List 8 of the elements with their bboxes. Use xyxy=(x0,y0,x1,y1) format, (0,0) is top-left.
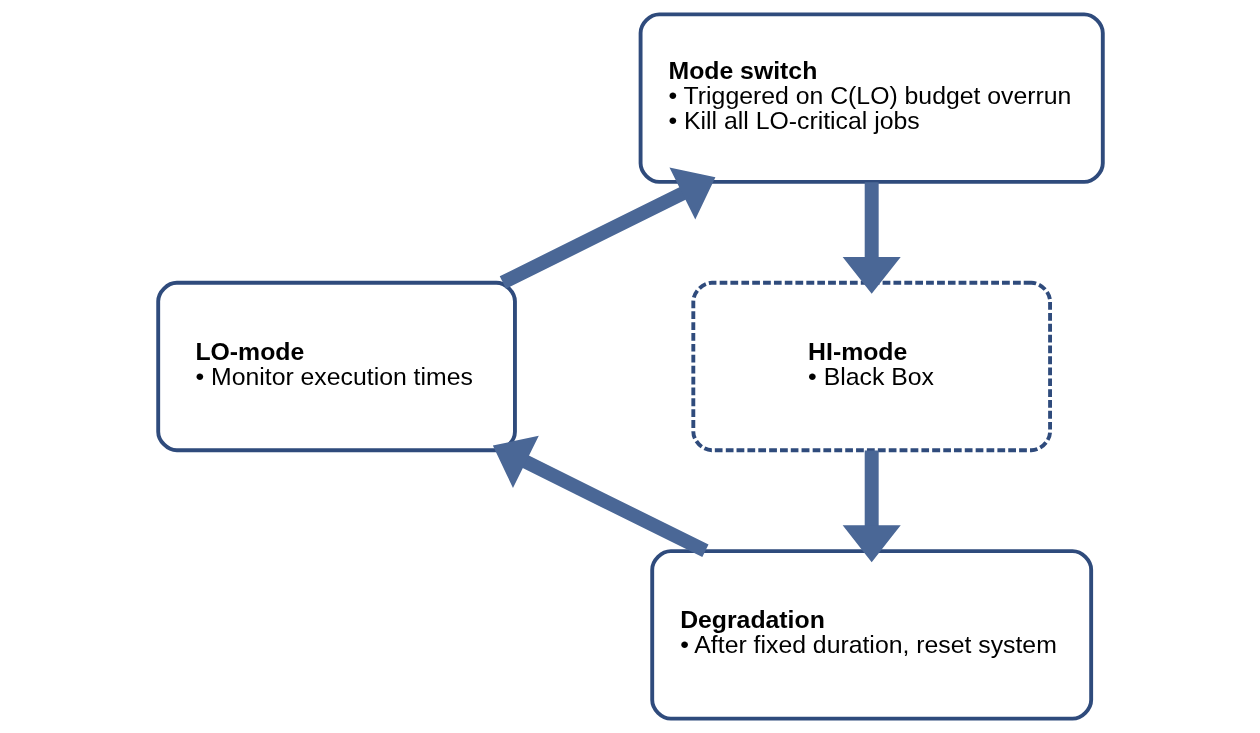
arrow xyxy=(492,435,709,558)
node-box: Mode switch • Triggered on C(LO) budget overrun • Kill all LO-critical jobs xyxy=(638,12,1105,184)
arrow xyxy=(842,450,901,563)
arrow xyxy=(499,167,715,289)
arrow xyxy=(842,182,901,294)
node-box: LO-mode • Monitor execution times xyxy=(155,280,517,453)
node-box: HI-mode • Black Box xyxy=(690,280,1052,453)
node-box: Degradation • After fixed duration, reset system xyxy=(649,549,1093,721)
